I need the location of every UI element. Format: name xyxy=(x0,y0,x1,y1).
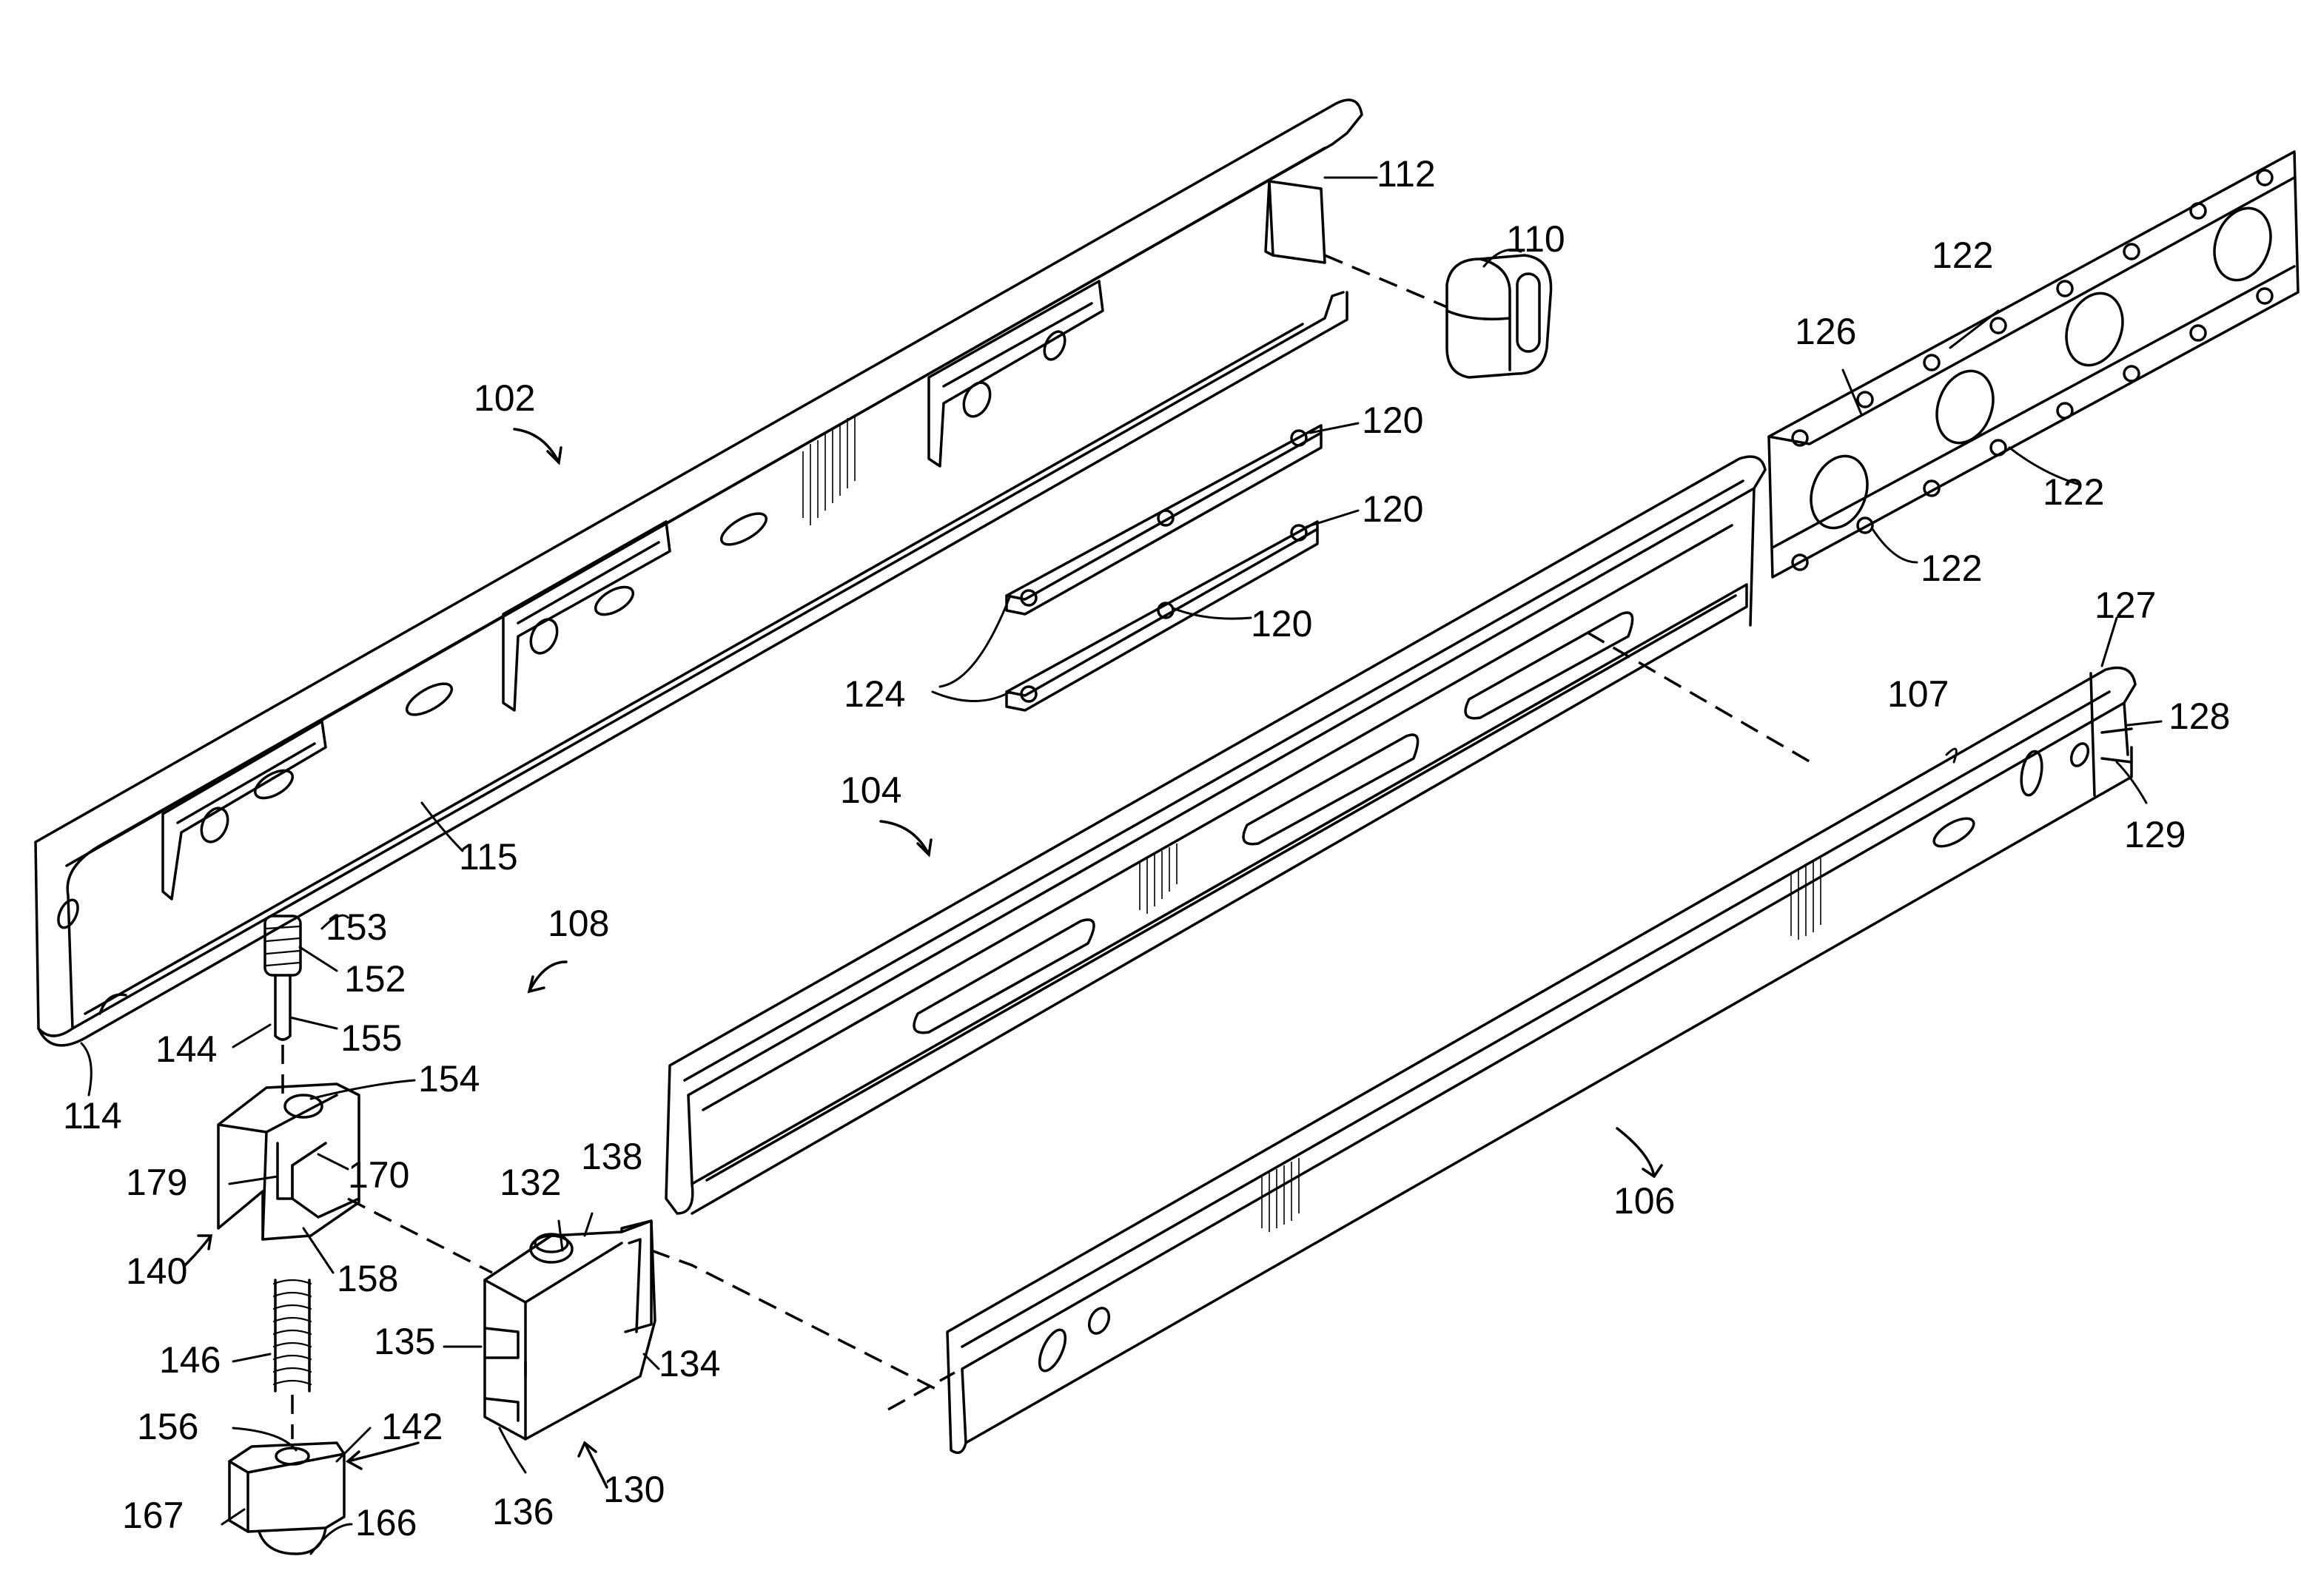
ref-170: 170 xyxy=(348,1154,409,1196)
ref-155: 155 xyxy=(340,1017,402,1059)
ref-134: 134 xyxy=(659,1343,720,1384)
spring-pin-144 xyxy=(265,916,300,1040)
ref-124: 124 xyxy=(844,673,905,715)
ref-138: 138 xyxy=(581,1136,642,1177)
ref-126: 126 xyxy=(1795,311,1856,352)
ref-122-a: 122 xyxy=(1932,235,1993,276)
inner-rail-106 xyxy=(947,668,2135,1453)
bumper-110 xyxy=(1447,255,1551,377)
ref-107: 107 xyxy=(1887,673,1949,715)
ref-135: 135 xyxy=(374,1321,435,1362)
ref-129: 129 xyxy=(2124,814,2186,855)
bracket-126 xyxy=(1769,152,2298,577)
ref-154: 154 xyxy=(418,1058,480,1100)
ref-102: 102 xyxy=(474,377,535,419)
ref-115: 115 xyxy=(459,836,518,878)
ref-112: 112 xyxy=(1377,153,1436,195)
ref-136: 136 xyxy=(492,1491,554,1532)
ref-120-a: 120 xyxy=(1362,400,1423,441)
ref-144: 144 xyxy=(155,1028,217,1070)
latch-130 xyxy=(485,1221,655,1439)
intermediate-rail-104 xyxy=(666,457,1765,1213)
ref-146: 146 xyxy=(159,1339,221,1381)
ref-166: 166 xyxy=(355,1502,417,1543)
alignment-line-inner-rail xyxy=(1588,633,1817,766)
ref-114: 114 xyxy=(63,1095,122,1137)
ref-120-b: 120 xyxy=(1362,488,1423,530)
ref-130: 130 xyxy=(603,1469,665,1510)
ref-127: 127 xyxy=(2095,585,2156,626)
ref-108: 108 xyxy=(548,903,609,944)
ref-122-b: 122 xyxy=(2043,471,2104,513)
ref-132: 132 xyxy=(500,1162,561,1203)
ref-179: 179 xyxy=(126,1162,187,1203)
stop-tab-112 xyxy=(1266,181,1325,263)
bearing-strips-124 xyxy=(1007,425,1321,710)
ref-128: 128 xyxy=(2169,696,2230,737)
ref-158: 158 xyxy=(337,1258,398,1299)
ref-104: 104 xyxy=(840,770,901,811)
alignment-line-latch-rail xyxy=(888,1373,955,1410)
ref-142: 142 xyxy=(381,1406,443,1447)
ref-152: 152 xyxy=(344,958,406,1000)
ref-167: 167 xyxy=(122,1495,184,1536)
ref-106: 106 xyxy=(1613,1180,1675,1222)
ref-122-c: 122 xyxy=(1921,548,1982,589)
ref-156: 156 xyxy=(137,1406,198,1447)
spring-146 xyxy=(274,1280,311,1391)
ref-140: 140 xyxy=(126,1250,187,1292)
ref-110: 110 xyxy=(1506,218,1565,260)
ref-153: 153 xyxy=(326,906,387,948)
housing-140 xyxy=(218,1084,359,1239)
alignment-line-bumper xyxy=(1325,255,1447,307)
outer-rail-102 xyxy=(36,100,1362,1046)
ref-120-c: 120 xyxy=(1251,603,1312,644)
